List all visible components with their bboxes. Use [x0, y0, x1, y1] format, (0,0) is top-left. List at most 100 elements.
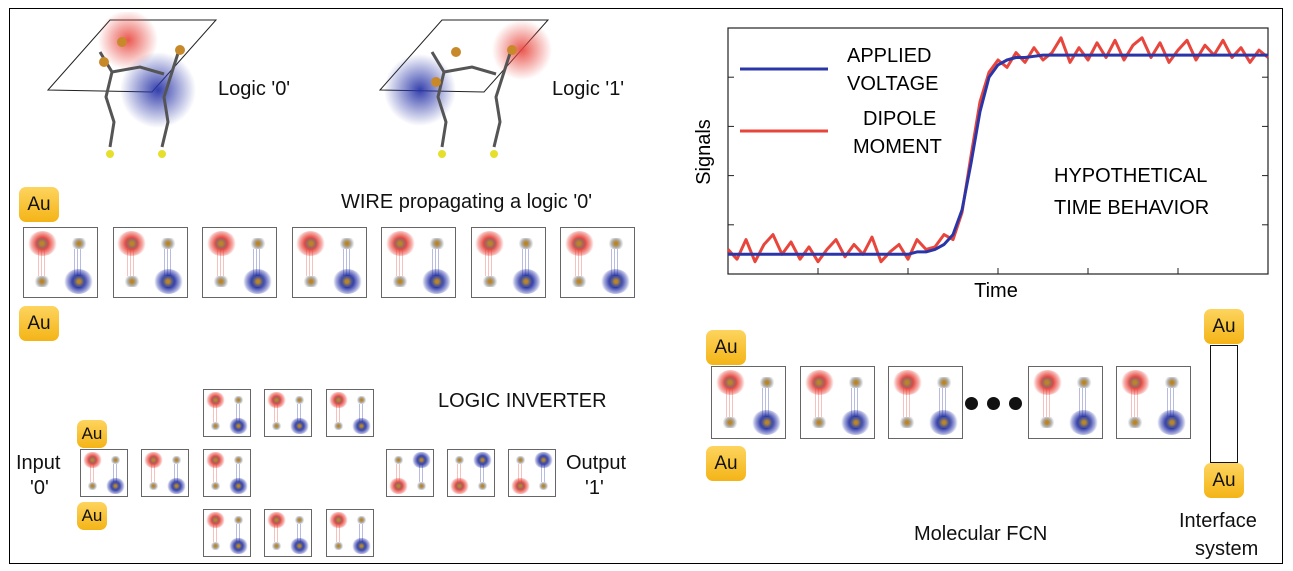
molecule-half	[61, 228, 98, 297]
molecule-cell	[447, 449, 495, 497]
molecule-stem	[235, 463, 242, 483]
legend-dipole-line1: DIPOLE	[863, 108, 936, 130]
ferrocene-unit	[209, 456, 222, 464]
molecule-cell	[203, 509, 251, 557]
ferrocene-unit	[212, 276, 231, 288]
molecule-cell	[326, 389, 374, 437]
ferrocene-unit	[898, 416, 917, 429]
ferrocene-unit	[293, 542, 306, 550]
fcn-electrode-bottom: Au	[706, 446, 746, 481]
inverter-input-value: '0'	[30, 477, 49, 499]
series-applied-voltage-line	[728, 53, 1268, 256]
molecule-half	[327, 510, 350, 556]
ferrocene-unit	[476, 482, 489, 490]
ferrocene-unit	[721, 376, 740, 389]
molecule-half	[508, 228, 545, 297]
molecule-stem	[395, 248, 405, 277]
molecule-stem	[212, 463, 219, 483]
ferrocene-unit	[537, 482, 550, 490]
inverter-electrode-bottom: Au	[77, 502, 107, 530]
ferrocene-unit	[355, 396, 368, 404]
molecule-half	[410, 450, 433, 496]
ferrocene-unit	[147, 482, 160, 490]
ferrocene-unit	[898, 376, 917, 389]
molecule-cell	[1116, 366, 1191, 439]
molecule-stem	[762, 388, 772, 417]
molecule-stem	[335, 523, 342, 543]
ferrocene-unit	[514, 482, 527, 490]
ferrocene-unit	[721, 416, 740, 429]
ferrocene-unit	[570, 276, 589, 288]
chart-ylabel: Signals	[693, 119, 715, 185]
ferrocene-unit	[232, 422, 245, 430]
molecule-stem	[342, 248, 352, 277]
molecule-half	[165, 450, 188, 496]
interface-label-line2: system	[1195, 538, 1259, 560]
ferrocene-unit	[109, 482, 122, 490]
ferrocene-unit	[301, 237, 320, 249]
molecule-half	[419, 228, 456, 297]
wire-electrode-top: Au	[19, 187, 59, 222]
molecule-stem	[521, 248, 531, 277]
molecule-stem	[212, 403, 219, 423]
ferrocene-unit	[147, 456, 160, 464]
molecule-half	[293, 228, 330, 297]
molecule-half	[265, 510, 288, 556]
molecule-half	[203, 228, 240, 297]
ferrocene-unit	[453, 456, 466, 464]
molecule-cell	[141, 449, 189, 497]
ferrocene-unit	[209, 396, 222, 404]
ferrocene-unit	[453, 482, 466, 490]
ferrocene-unit	[934, 416, 953, 429]
ferrocene-unit	[248, 237, 267, 249]
molecule-cell	[470, 227, 546, 298]
molecule-stem	[395, 463, 402, 483]
molecule-stem	[296, 523, 303, 543]
molecule-cell	[381, 227, 456, 298]
ferrocene-unit	[293, 422, 306, 430]
molecule-stem	[432, 248, 442, 277]
ferrocene-unit	[757, 376, 776, 389]
ferrocene-unit	[270, 542, 283, 550]
molecule-cell	[264, 389, 312, 437]
ferrocene-unit	[109, 456, 122, 464]
fcn-ellipsis	[965, 397, 1025, 411]
molecule-stem	[851, 388, 861, 417]
ferrocene-unit	[1038, 376, 1057, 389]
ferrocene-unit	[476, 456, 489, 464]
molecule-half	[749, 367, 786, 438]
ferrocene-unit	[480, 276, 499, 288]
inverter-electrode-top: Au	[77, 420, 107, 448]
molecule-half	[448, 450, 471, 496]
molecule-half	[104, 450, 127, 496]
legend-voltage-line2: VOLTAGE	[847, 73, 939, 95]
molecule-cell	[711, 366, 786, 439]
molecule-stem	[479, 463, 486, 483]
legend-dipole-line2: MOMENT	[853, 136, 942, 158]
molecule-half	[288, 510, 311, 556]
molecule-stem	[253, 248, 263, 277]
molecule-logic0	[46, 12, 218, 158]
molecule-stem	[485, 248, 495, 277]
molecule-cell	[888, 366, 963, 439]
ferrocene-unit	[232, 542, 245, 550]
molecule-half	[204, 390, 227, 436]
molecule-stem	[306, 248, 316, 277]
ferrocene-unit	[159, 237, 178, 249]
molecule-stem	[418, 463, 425, 483]
molecule-half	[509, 450, 532, 496]
ferrocene-unit	[415, 482, 428, 490]
ferrocene-unit	[159, 276, 178, 288]
molecule-stem	[1042, 388, 1052, 417]
molecule-half	[598, 228, 635, 297]
molecule-half	[24, 228, 61, 297]
ferrocene-unit	[86, 482, 99, 490]
molecule-stem	[296, 403, 303, 423]
logic1-label: Logic '1'	[552, 78, 625, 100]
molecule-cell	[202, 227, 277, 298]
ferrocene-unit	[69, 237, 88, 249]
ferrocene-unit	[846, 416, 865, 429]
chart-ticks	[728, 76, 1268, 274]
ferrocene-unit	[1038, 416, 1057, 429]
molecule-half	[150, 228, 187, 297]
